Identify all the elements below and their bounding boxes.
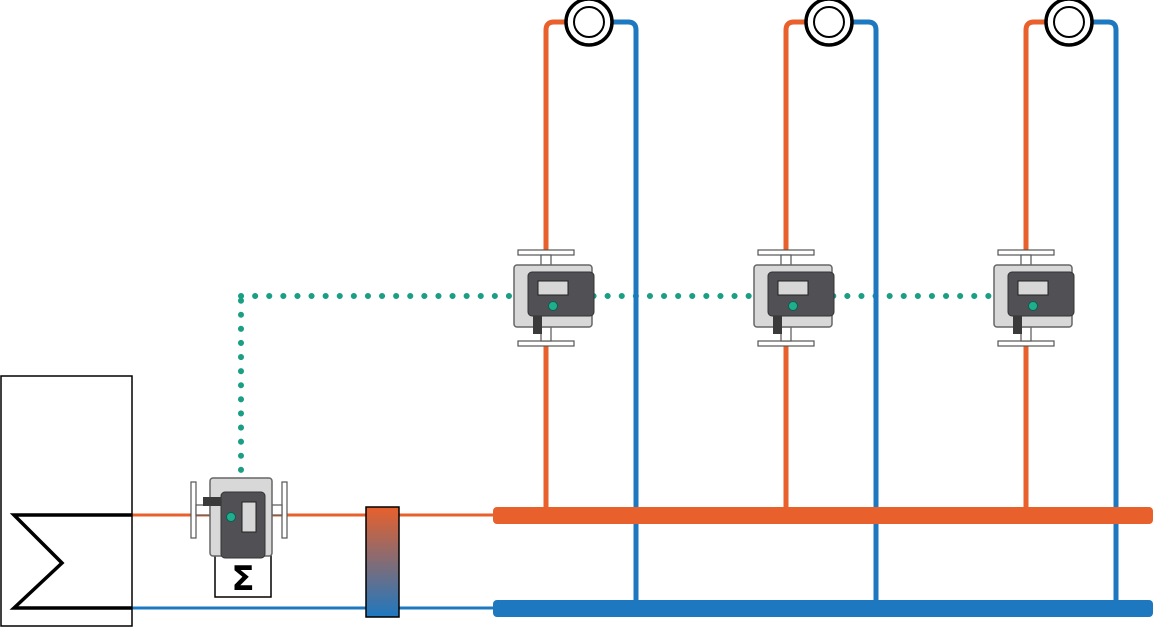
circuit-3-pump xyxy=(993,249,1075,347)
circulator-pump-icon xyxy=(753,249,835,347)
circuit-2-return-riser xyxy=(852,19,879,603)
pump-flange-bottom xyxy=(190,481,197,539)
pump-neck-top xyxy=(271,504,283,516)
pump-flange-bottom xyxy=(517,340,575,347)
circuit-2-pump xyxy=(753,249,835,347)
pump-neck-top xyxy=(540,254,552,266)
pump-cable xyxy=(203,497,221,506)
circuit-3-supply-riser xyxy=(1023,19,1046,508)
pump-cable xyxy=(773,316,782,334)
radiator-valve-icon xyxy=(1044,0,1094,47)
heat-meter-icon xyxy=(214,553,272,598)
heat-meter-sum-symbol: Σ xyxy=(231,559,254,599)
pump-status-led xyxy=(788,301,798,311)
pump-flange-bottom xyxy=(757,340,815,347)
pump-neck-bottom xyxy=(780,326,792,342)
consumer-inner-ring xyxy=(1053,6,1085,38)
radiator-valve-icon xyxy=(804,0,854,47)
pump-flange-top xyxy=(281,481,288,539)
consumer-inner-ring xyxy=(813,6,845,38)
pump-neck-bottom xyxy=(540,326,552,342)
pump-cable xyxy=(533,316,542,334)
pump-status-led xyxy=(1028,301,1038,311)
pump-neck-top xyxy=(1020,254,1032,266)
radiator-valve-icon xyxy=(564,0,614,47)
pump-neck-bottom xyxy=(195,504,211,516)
consumer-inner-ring xyxy=(573,6,605,38)
pump-display xyxy=(777,280,809,296)
pump-display xyxy=(1017,280,1049,296)
circuit-1-consumer xyxy=(564,0,614,47)
circulator-pump-icon xyxy=(993,249,1075,347)
pump-flange-top xyxy=(757,249,815,256)
pump-display xyxy=(537,280,569,296)
return-header xyxy=(493,600,1153,617)
pump-flange-top xyxy=(997,249,1055,256)
pump-status-led xyxy=(548,301,558,311)
circuit-1-supply-riser xyxy=(543,19,566,508)
pump-cable xyxy=(1013,316,1022,334)
heat-source xyxy=(0,375,133,627)
circuit-3-return-riser xyxy=(1092,19,1119,603)
pump-display xyxy=(241,501,257,533)
circuit-3-consumer xyxy=(1044,0,1094,47)
signal-lines xyxy=(238,293,1003,487)
hydraulic-separator-icon xyxy=(365,506,400,618)
heat-exchanger-icon xyxy=(9,513,132,610)
pump-flange-top xyxy=(517,249,575,256)
pump-neck-bottom xyxy=(1020,326,1032,342)
primary-pump xyxy=(190,477,288,559)
circuit-2-supply-riser xyxy=(783,19,806,508)
circuit-pipes xyxy=(543,19,1119,603)
circuit-2-consumer xyxy=(804,0,854,47)
circuit-1-pump xyxy=(513,249,595,347)
circulator-pump-icon xyxy=(190,477,288,559)
hydraulic-separator xyxy=(365,506,400,618)
pump-status-led xyxy=(226,512,236,522)
circuit-1-return-riser xyxy=(612,19,639,603)
main-pipes xyxy=(132,507,1153,617)
boiler-housing xyxy=(0,375,133,627)
pump-neck-top xyxy=(780,254,792,266)
pump-flange-bottom xyxy=(997,340,1055,347)
circulator-pump-icon xyxy=(513,249,595,347)
supply-header xyxy=(493,507,1153,524)
